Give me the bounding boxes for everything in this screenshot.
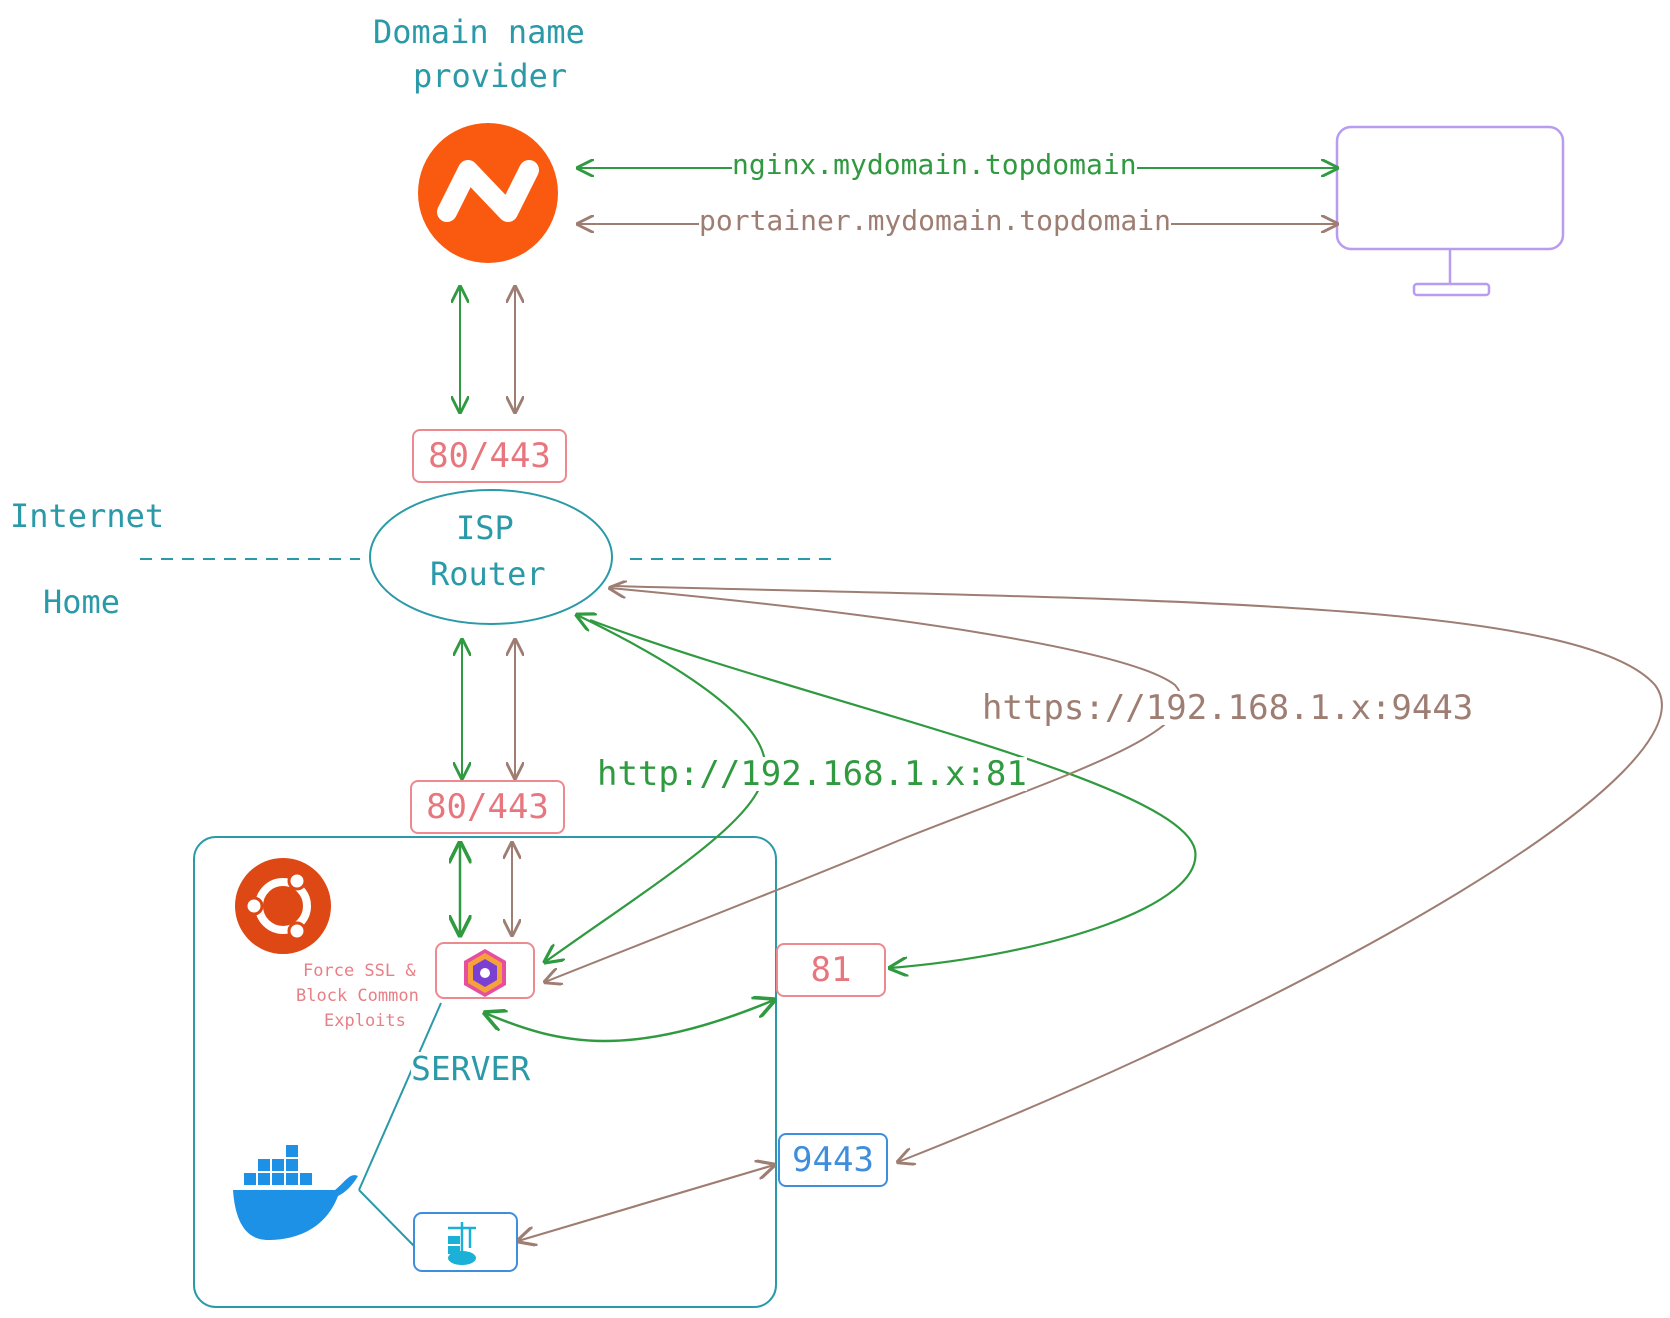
docker-portainer-line (358, 1189, 415, 1247)
npm-admin-port: 81 (776, 943, 886, 997)
monitor-icon (1335, 125, 1565, 297)
internet-label: Internet (10, 497, 165, 535)
router-wan-port: 80/443 (412, 429, 567, 483)
docker-proxy-line (358, 1002, 442, 1191)
router-label-2: Router (430, 555, 546, 593)
namecheap-logo-icon (418, 123, 558, 263)
https-local-path-to-proxy (545, 588, 1183, 982)
server-boundary (193, 836, 777, 1308)
http-local-label: http://192.168.1.x:81 (597, 754, 1027, 794)
force-ssl-label-1: Force SSL & (303, 961, 416, 981)
https-local-label: https://192.168.1.x:9443 (982, 688, 1474, 728)
server-in-port: 80/443 (410, 780, 565, 834)
nginx-proxy-manager-icon (435, 942, 535, 999)
home-label: Home (43, 583, 121, 621)
portainer-icon (413, 1212, 518, 1272)
docker-logo-icon (233, 1145, 358, 1240)
ubuntu-logo-icon (235, 858, 331, 954)
nginx-domain-label: nginx.mydomain.topdomain (732, 148, 1137, 181)
portainer-port9443-arrow (518, 1165, 774, 1241)
http-local-path-to-port81 (589, 618, 1197, 968)
domain-provider-label-2: provider (413, 57, 568, 95)
router-label-1: ISP (456, 509, 514, 547)
portainer-domain-label: portainer.mydomain.topdomain (699, 204, 1172, 237)
force-ssl-label-3: Exploits (324, 1011, 406, 1031)
proxy-port81-arrow (485, 1000, 774, 1043)
force-ssl-label-2: Block Common (296, 986, 419, 1006)
isp-router-ellipse (369, 489, 613, 625)
domain-provider-label-1: Domain name (373, 13, 585, 51)
portainer-port: 9443 (778, 1133, 888, 1187)
https-local-path-to-port9443 (611, 585, 1663, 1162)
server-label: SERVER (411, 1049, 531, 1088)
